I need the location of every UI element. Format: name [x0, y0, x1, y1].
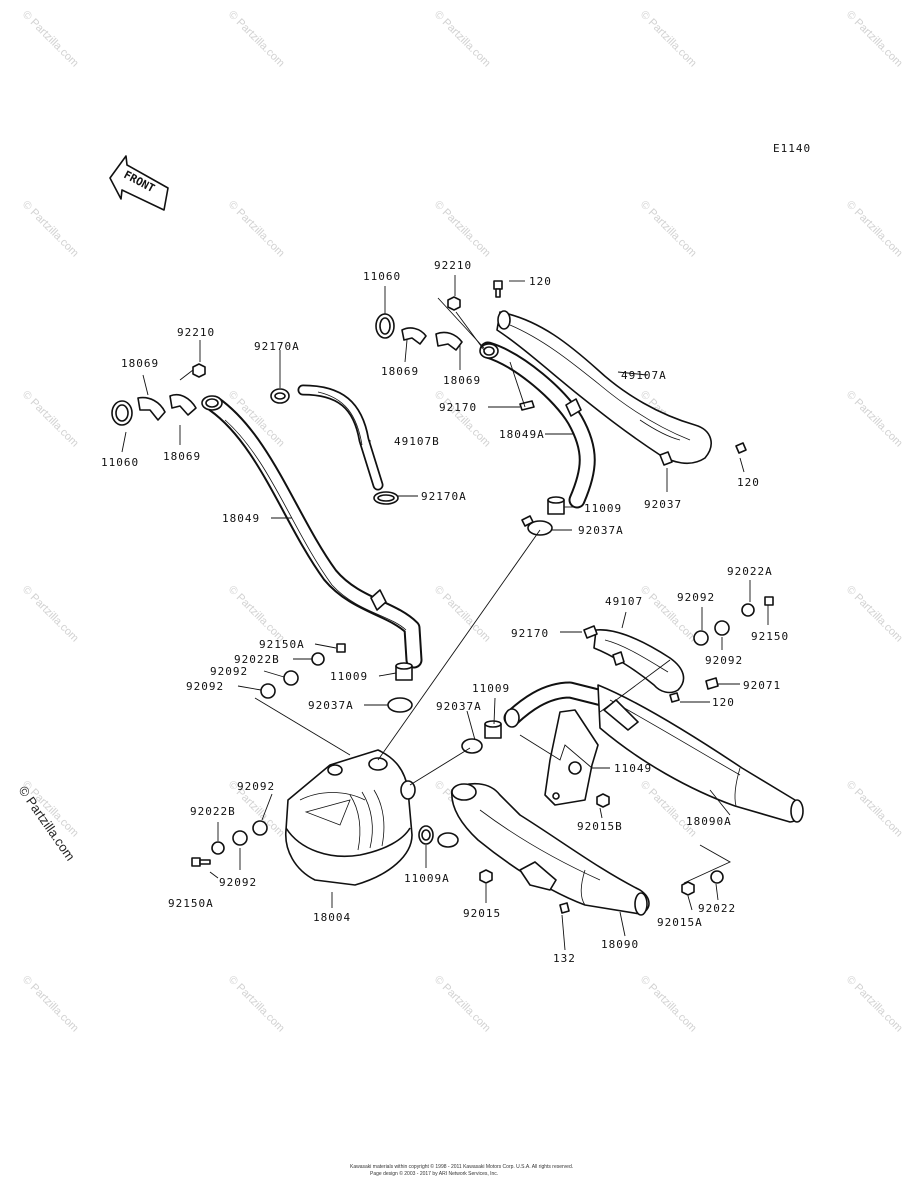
callout-92022a: 92022A	[727, 565, 773, 578]
diagram-code: E1140	[773, 142, 811, 155]
callout-92210-left: 92210	[177, 326, 215, 339]
callout-92170a-top: 92170A	[254, 340, 300, 353]
callout-92210-right: 92210	[434, 259, 472, 272]
callout-92092-a: 92092	[210, 665, 248, 678]
watermark-text: © Partzilla.com	[226, 584, 287, 645]
watermark-text: © Partzilla.com	[432, 974, 493, 1035]
callout-11009-right: 11009	[584, 502, 622, 515]
callout-92037a-mid: 92037A	[308, 699, 354, 712]
callout-92022b-top: 92022B	[234, 653, 280, 666]
callout-11060-right: 11060	[363, 270, 401, 283]
callout-92071: 92071	[743, 679, 781, 692]
callout-92150a-top: 92150A	[259, 638, 305, 651]
muffler-hanger-18090	[519, 861, 557, 891]
callout-11049: 11049	[614, 762, 652, 775]
callout-92022: 92022	[698, 902, 736, 915]
callout-92037: 92037	[644, 498, 682, 511]
callout-92022b-bottom: 92022B	[190, 805, 236, 818]
callout-18069-left-top: 18069	[121, 357, 159, 370]
muffler-18004	[285, 749, 416, 886]
watermark-text: © Partzilla.com	[638, 199, 699, 260]
callout-92092-c: 92092	[237, 780, 275, 793]
heat-cover-49107a	[496, 310, 712, 466]
callout-18004: 18004	[313, 911, 351, 924]
callout-18069-left-bottom: 18069	[163, 450, 201, 463]
callout-92150a-bottom: 92150A	[168, 897, 214, 910]
watermark-text: © Partzilla.com	[844, 584, 905, 645]
callout-120-mid: 120	[712, 696, 735, 709]
watermark-text: © Partzilla.com	[638, 9, 699, 70]
watermark-text: © Partzilla.com	[638, 974, 699, 1035]
watermark-text: © Partzilla.com	[844, 199, 905, 260]
muffler-18090	[451, 782, 650, 916]
callout-92037a-center: 92037A	[436, 700, 482, 713]
front-arrow-icon: FRONT	[109, 155, 169, 211]
watermark-text: © Partzilla.com	[226, 974, 287, 1035]
heat-cover-49107	[593, 629, 685, 694]
callout-11009-mid: 11009	[330, 670, 368, 683]
header-pipe-18049	[201, 395, 423, 669]
callout-92092-f: 92092	[677, 591, 715, 604]
watermark-text: © Partzilla.com	[844, 779, 905, 840]
callout-92092-b: 92092	[186, 680, 224, 693]
watermark-text: © Partzilla.com	[432, 389, 493, 450]
header-pipe-18049a	[479, 341, 596, 509]
watermark-text: © Partzilla.com	[432, 199, 493, 260]
callout-11009-center: 11009	[472, 682, 510, 695]
watermark-text: © Partzilla.com	[20, 584, 81, 645]
small-parts	[111, 280, 774, 914]
watermark-text: © Partzilla.com	[844, 9, 905, 70]
callout-132: 132	[553, 952, 576, 965]
watermark-text: © Partzilla.com	[226, 9, 287, 70]
callout-49107b: 49107B	[394, 435, 440, 448]
callout-92170-mid: 92170	[511, 627, 549, 640]
bracket-11049	[544, 709, 599, 806]
callout-18069-right-1: 18069	[381, 365, 419, 378]
callout-18069-right-2: 18069	[443, 374, 481, 387]
callout-92092-d: 92092	[219, 876, 257, 889]
watermark-text: © Partzilla.com	[844, 974, 905, 1035]
callout-18049: 18049	[222, 512, 260, 525]
callout-labels: 11060 18069 18069 92210 92170A 49107B 92…	[101, 259, 789, 965]
callout-120-top: 120	[529, 275, 552, 288]
callout-11060-left: 11060	[101, 456, 139, 469]
watermark-text: © Partzilla.com	[844, 389, 905, 450]
callout-92092-e: 92092	[705, 654, 743, 667]
watermark-text: © Partzilla.com	[20, 199, 81, 260]
watermark-text: © Partzilla.com	[638, 779, 699, 840]
callout-49107: 49107	[605, 595, 643, 608]
watermark-layer: © Partzilla.com © Partzilla.com © Partzill…	[20, 9, 905, 1035]
leader-lines	[121, 275, 769, 951]
callout-120-right: 120	[737, 476, 760, 489]
callout-18049a: 18049A	[499, 428, 545, 441]
callout-92015: 92015	[463, 907, 501, 920]
callout-92015b: 92015B	[577, 820, 623, 833]
callout-11009a: 11009A	[404, 872, 450, 885]
callout-18090: 18090	[601, 938, 639, 951]
callout-92150: 92150	[751, 630, 789, 643]
callout-92170a-bottom: 92170A	[421, 490, 467, 503]
callout-49107a: 49107A	[621, 369, 667, 382]
watermark-text: © Partzilla.com	[226, 199, 287, 260]
watermark-text: © Partzilla.com	[432, 9, 493, 70]
callout-92170: 92170	[439, 401, 477, 414]
watermark-text: © Partzilla.com	[432, 584, 493, 645]
watermark-text: © Partzilla.com	[20, 389, 81, 450]
callout-18090a: 18090A	[686, 815, 732, 828]
muffler-18090a	[503, 681, 804, 823]
watermark-text: © Partzilla.com	[20, 974, 81, 1035]
watermark-text: © Partzilla.com	[20, 9, 81, 70]
copyright-line-1: Kawasaki materials within copyright © 19…	[350, 1163, 573, 1170]
callout-92015a: 92015A	[657, 916, 703, 929]
copyright-line-2: Page design © 2003 - 2017 by ARI Network…	[370, 1170, 498, 1177]
callout-92037a-right: 92037A	[578, 524, 624, 537]
heat-cover-49107b	[297, 384, 384, 491]
